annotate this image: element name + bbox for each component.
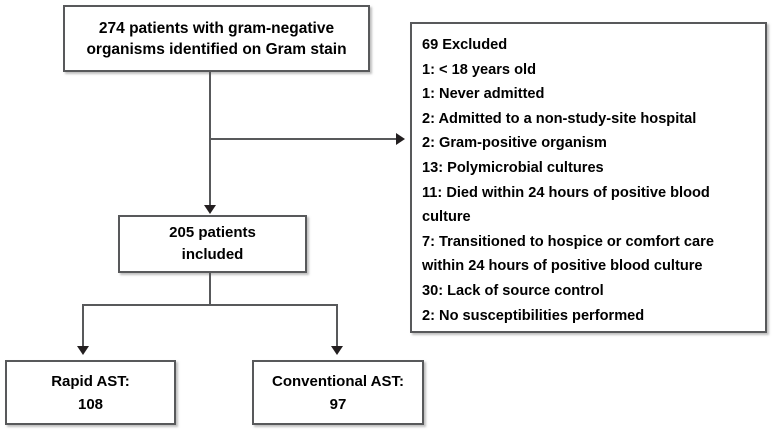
arrow-into-excluded xyxy=(396,133,405,145)
connector-right-arm xyxy=(336,304,338,347)
excluded-item-8: 2: No susceptibilities performed xyxy=(422,307,645,324)
node-conventional-ast-count: 97 xyxy=(329,395,347,413)
node-screened-line-1: 274 patients with gram-negative xyxy=(98,19,335,37)
connector-left-arm xyxy=(82,304,84,347)
node-rapid-ast: Rapid AST: 108 xyxy=(5,360,176,425)
connector-to-excluded-horizontal xyxy=(209,138,396,140)
connector-included-stem xyxy=(209,273,211,306)
excluded-item-0: 1: < 18 years old xyxy=(422,61,536,78)
node-rapid-ast-label: Rapid AST: xyxy=(51,372,130,390)
node-rapid-ast-count: 108 xyxy=(77,395,104,413)
excluded-item-4: 13: Polymicrobial cultures xyxy=(422,159,604,176)
node-excluded-panel: 69 Excluded 1: < 18 years old 1: Never a… xyxy=(410,22,767,333)
node-screened-patients: 274 patients with gram-negative organism… xyxy=(63,5,370,72)
arrow-into-rapid-ast xyxy=(77,346,89,355)
node-screened-line-2: organisms identified on Gram stain xyxy=(86,40,347,58)
excluded-item-3: 2: Gram-positive organism xyxy=(422,135,607,152)
node-conventional-ast-label: Conventional AST: xyxy=(272,372,404,390)
excluded-item-5: 11: Died within 24 hours of positive blo… xyxy=(422,184,710,226)
node-included-line-1: 205 patients xyxy=(169,224,256,241)
arrow-into-included xyxy=(204,205,216,214)
connector-split-horizontal xyxy=(82,304,338,306)
arrow-into-conventional-ast xyxy=(331,346,343,355)
excluded-item-2: 2: Admitted to a non-study-site hospital xyxy=(422,110,697,127)
node-conventional-ast: Conventional AST: 97 xyxy=(252,360,424,425)
node-included-patients: 205 patients included xyxy=(118,215,307,273)
excluded-item-6: 7: Transitioned to hospice or comfort ca… xyxy=(422,233,714,275)
excluded-title: 69 Excluded xyxy=(422,37,508,53)
node-included-line-2: included xyxy=(181,246,244,263)
excluded-item-1: 1: Never admitted xyxy=(422,86,545,103)
excluded-item-7: 30: Lack of source control xyxy=(422,282,604,299)
